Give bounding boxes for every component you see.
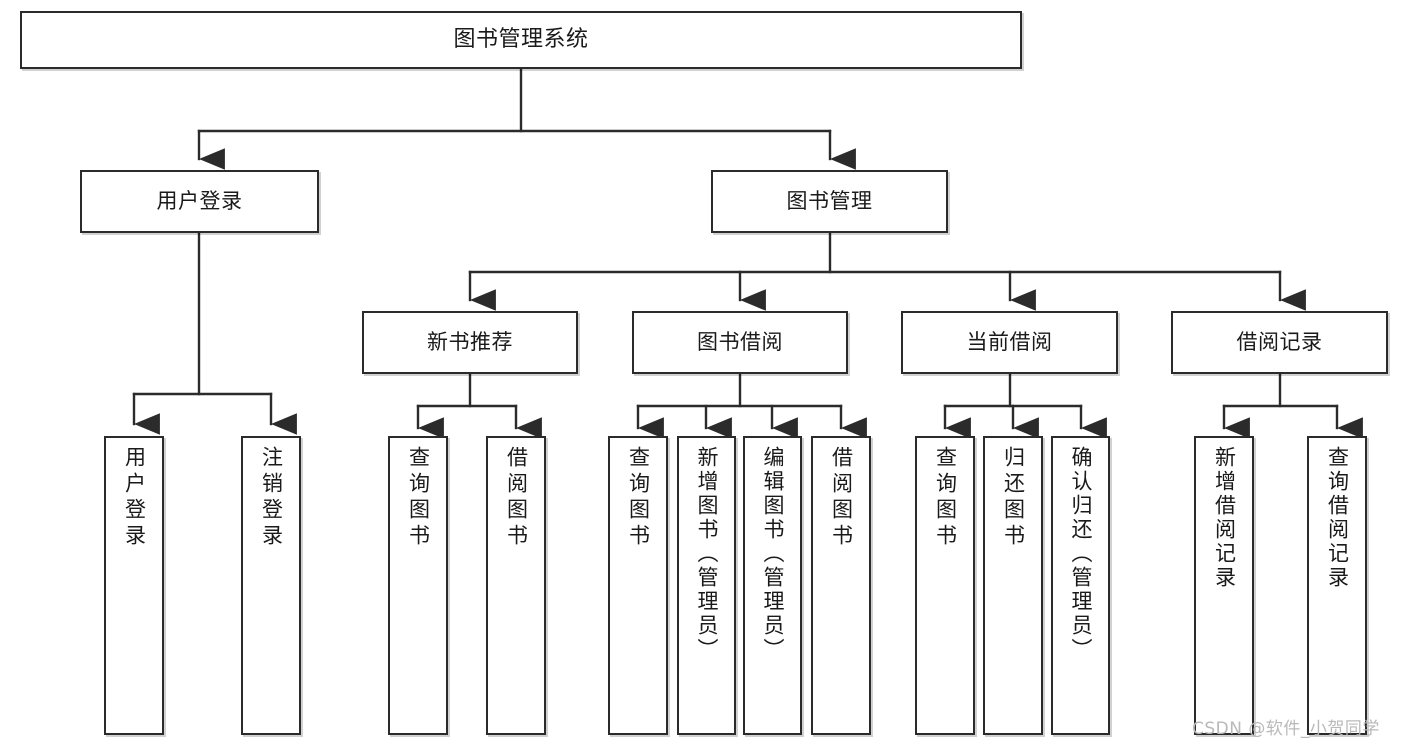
node-label: 查询图书 (626, 446, 651, 550)
leaf-user-login-signin[interactable]: 用户登录 (104, 436, 164, 735)
leaf-borrow-add-book-admin[interactable]: 新增图书（管理员） (677, 436, 736, 735)
leaf-record-add-record[interactable]: 新增借阅记录 (1194, 436, 1254, 735)
node-label: 图书借阅 (697, 330, 783, 355)
node-borrow-record[interactable]: 借阅记录 (1171, 311, 1388, 374)
node-label: 查询图书 (933, 446, 958, 550)
node-new-book-recommend[interactable]: 新书推荐 (362, 311, 578, 374)
node-label: 图书管理 (786, 189, 873, 214)
node-label: 新增借阅记录 (1212, 446, 1237, 590)
node-user-login[interactable]: 用户登录 (80, 170, 319, 233)
node-root-system[interactable]: 图书管理系统 (20, 11, 1022, 69)
node-label: 当前借阅 (966, 330, 1053, 355)
node-label: 图书管理系统 (453, 27, 589, 53)
leaf-recommend-borrow-book[interactable]: 借阅图书 (486, 436, 546, 735)
leaf-borrow-borrow-book[interactable]: 借阅图书 (811, 436, 871, 735)
node-book-management[interactable]: 图书管理 (711, 170, 948, 233)
leaf-record-query-record[interactable]: 查询借阅记录 (1307, 436, 1367, 735)
node-label: 注销登录 (259, 446, 284, 550)
node-current-borrow[interactable]: 当前借阅 (901, 311, 1118, 374)
leaf-borrow-edit-book-admin[interactable]: 编辑图书（管理员） (743, 436, 802, 735)
node-label: 编辑图书（管理员） (761, 446, 785, 662)
node-label: 借阅图书 (829, 446, 854, 550)
node-book-borrow[interactable]: 图书借阅 (632, 311, 848, 374)
node-label: 用户登录 (156, 189, 243, 214)
leaf-recommend-query-book[interactable]: 查询图书 (388, 436, 448, 735)
leaf-borrow-query-book[interactable]: 查询图书 (608, 436, 668, 735)
node-label: 查询图书 (406, 446, 431, 550)
node-label: 归还图书 (1001, 446, 1026, 550)
leaf-current-return-book[interactable]: 归还图书 (983, 436, 1043, 735)
node-label: 借阅记录 (1236, 330, 1323, 355)
leaf-user-login-signout[interactable]: 注销登录 (241, 436, 301, 735)
node-label: 确认归还（管理员） (1069, 446, 1093, 662)
leaf-current-query-book[interactable]: 查询图书 (915, 436, 975, 735)
node-label: 新书推荐 (427, 330, 513, 355)
node-label: 新增图书（管理员） (695, 446, 719, 662)
node-label: 用户登录 (122, 446, 147, 550)
leaf-current-confirm-return-admin[interactable]: 确认归还（管理员） (1051, 436, 1110, 735)
node-label: 借阅图书 (504, 446, 529, 550)
node-label: 查询借阅记录 (1325, 446, 1350, 590)
